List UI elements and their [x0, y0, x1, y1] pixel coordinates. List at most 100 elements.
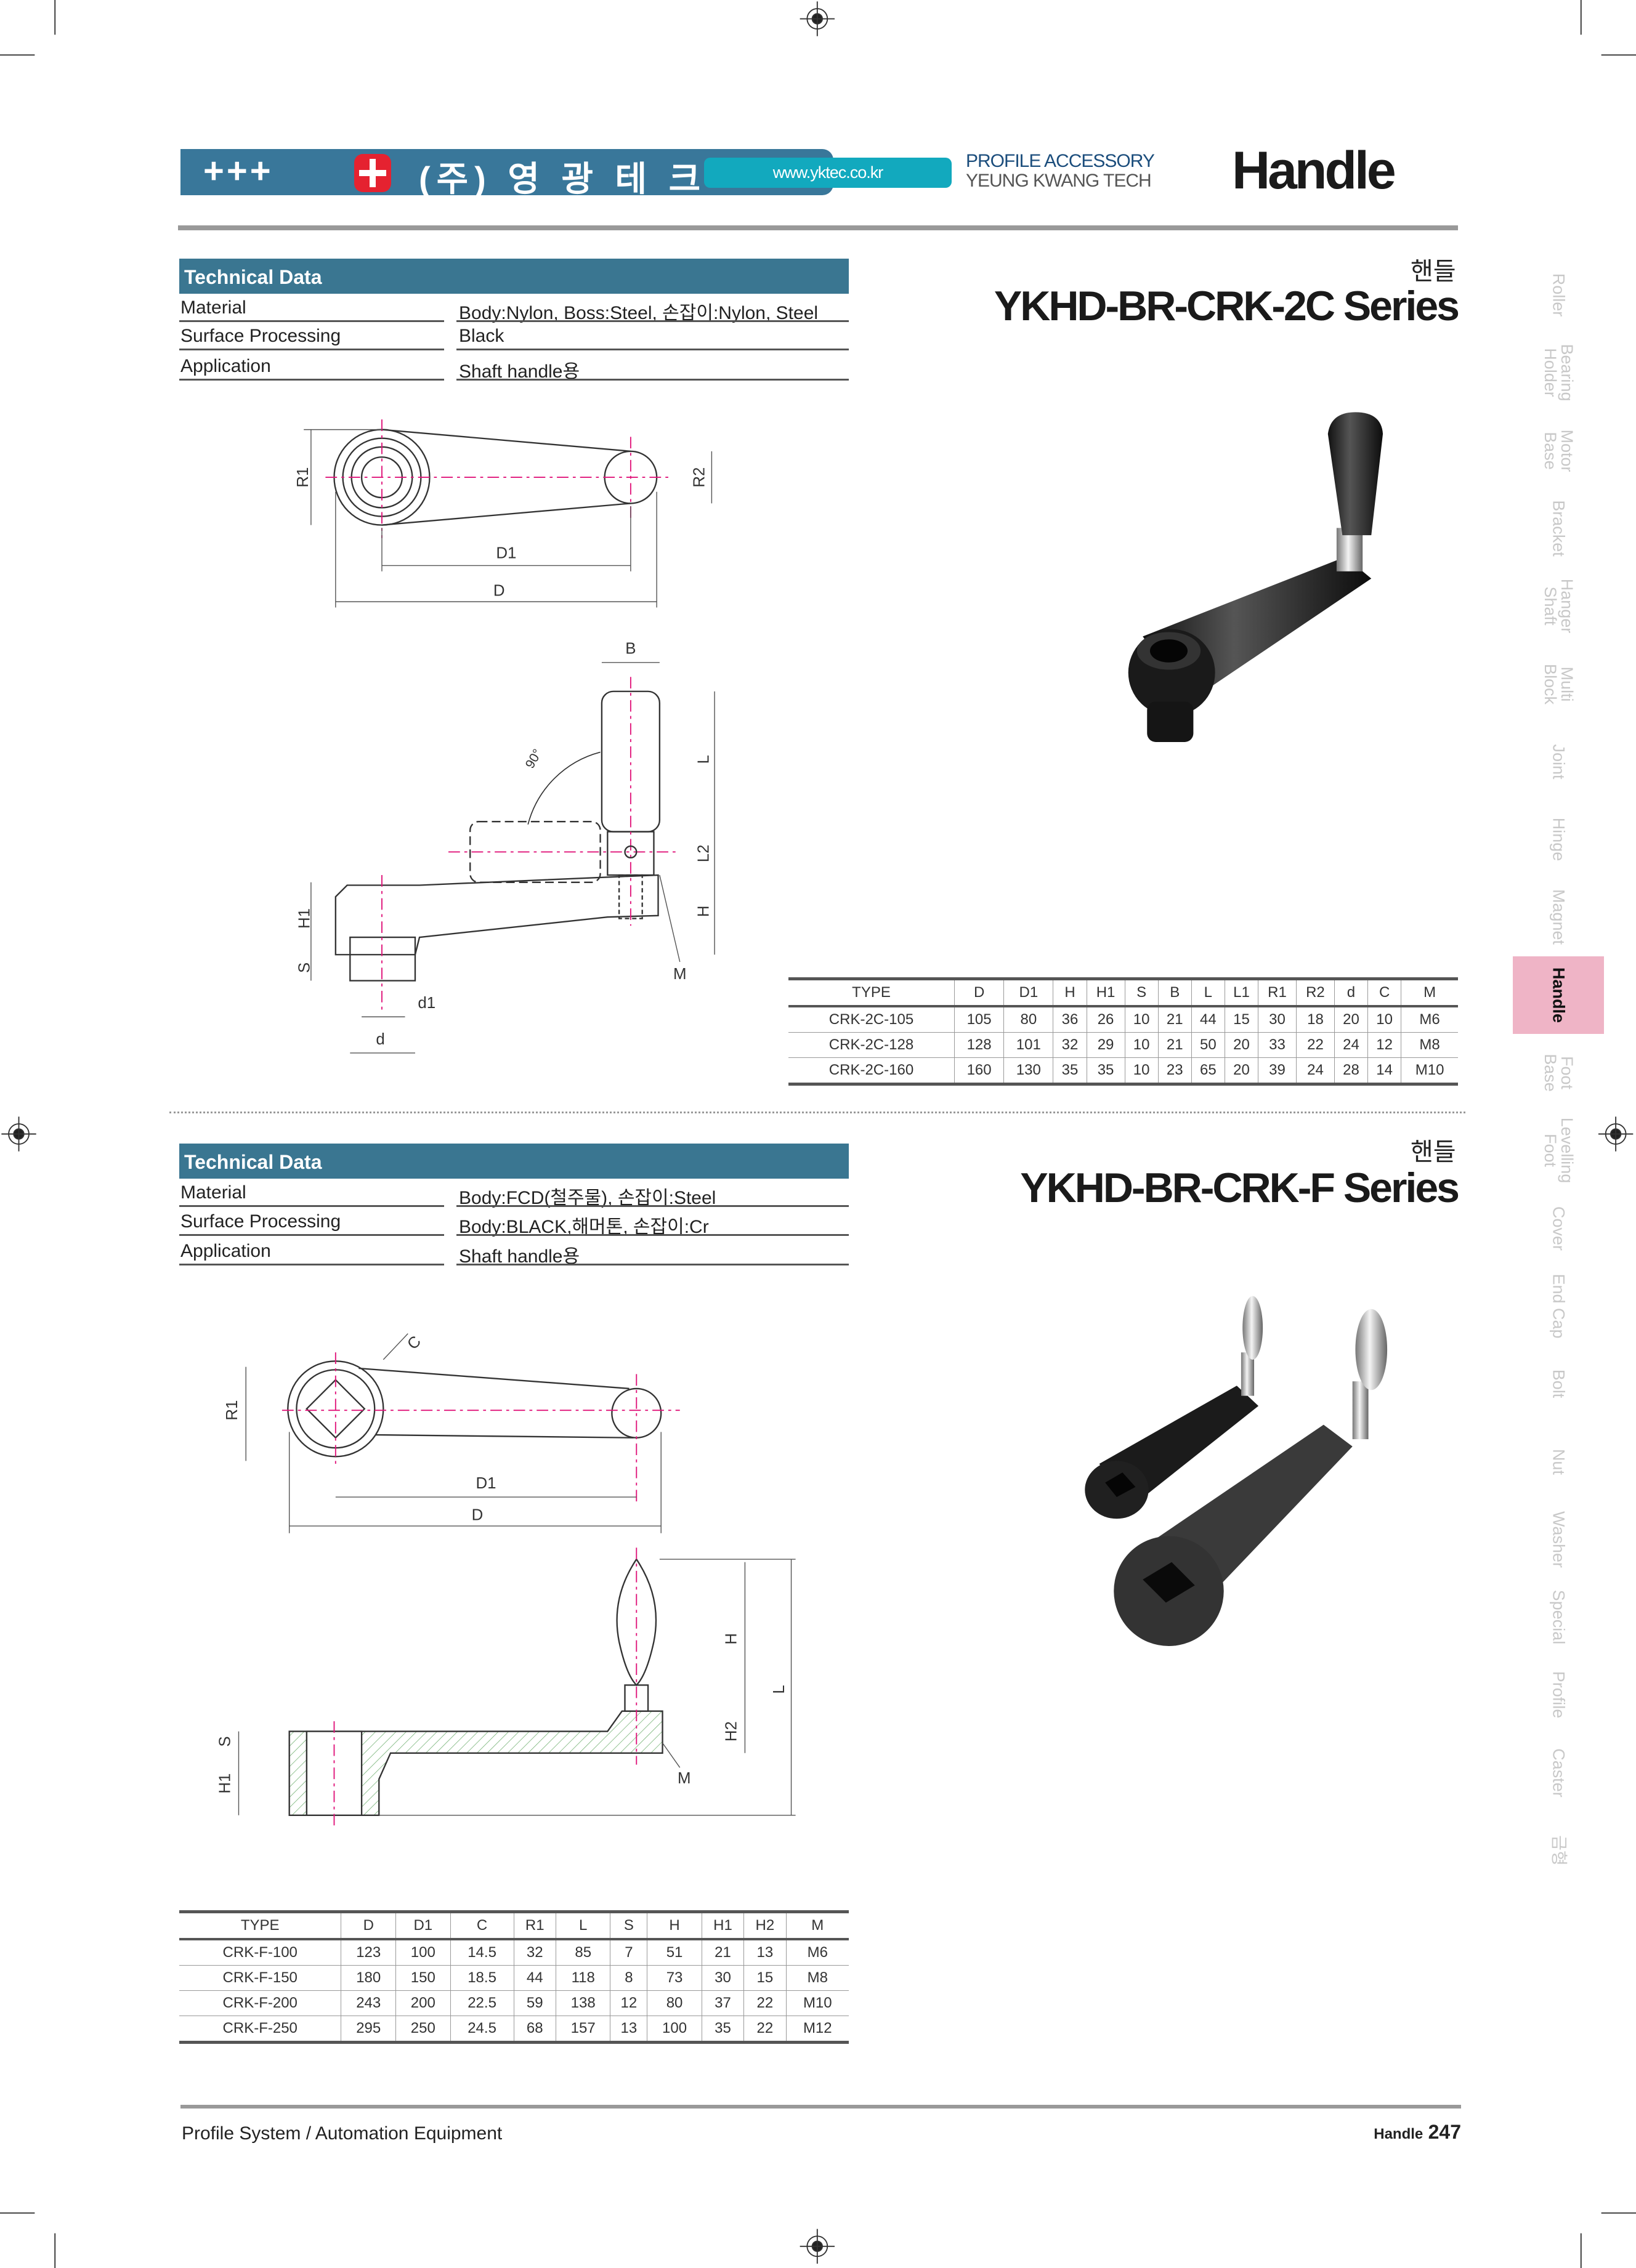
table-cell: 10	[1367, 1006, 1401, 1033]
dim-label: L2	[695, 844, 713, 862]
sidebar-tab-joint[interactable]: Joint	[1513, 723, 1604, 801]
table-cell: M10	[1401, 1057, 1458, 1086]
column-header: C	[1367, 977, 1401, 1007]
table-cell: 138	[555, 1990, 610, 2016]
table-cell: 123	[341, 1939, 396, 1966]
sidebar-tab-caster[interactable]: Caster	[1513, 1734, 1604, 1812]
company-logo-icon	[354, 154, 391, 192]
table-cell: 200	[395, 1990, 451, 2016]
table-cell: M6	[1401, 1006, 1458, 1033]
tech-value: Body:Nylon, Boss:Steel, 손잡이:Nylon, Steel	[459, 303, 819, 323]
table-cell: 65	[1191, 1057, 1225, 1086]
drawing-2c-side-labels: B 90° L L2 H H1 S M d1 d	[296, 640, 713, 1048]
table-cell: 21	[1157, 1032, 1192, 1058]
sidebar-tab-washer[interactable]: Washer	[1513, 1501, 1604, 1578]
table-cell: 80	[647, 1990, 702, 2016]
sidebar-tab-bolt[interactable]: Bolt	[1513, 1345, 1604, 1423]
sidebar-tab-handle[interactable]: Handle	[1513, 956, 1604, 1034]
sidebar-tab-profile[interactable]: Profile	[1513, 1656, 1604, 1733]
dim-label: M	[678, 1770, 691, 1787]
sidebar-tab-hinge[interactable]: Hinge	[1513, 801, 1604, 878]
table-cell: 20	[1334, 1006, 1368, 1033]
table-cell: 50	[1191, 1032, 1225, 1058]
header-plus-mark: +++	[203, 151, 273, 191]
page-number: 247	[1428, 2121, 1461, 2143]
table-cell: 7	[610, 1939, 647, 1966]
header-divider	[178, 225, 1458, 230]
tech-row-application-2: Application Shaft handle용	[179, 1237, 849, 1267]
table-cell: 22.5	[450, 1990, 514, 2016]
dim-label: R1	[294, 467, 312, 488]
dim-label: S	[216, 1736, 233, 1746]
table-cell: 28	[1334, 1057, 1368, 1086]
dim-label: M	[673, 966, 687, 983]
table-cell: 37	[701, 1990, 744, 2016]
table-cell: 22	[743, 2016, 787, 2044]
table-cell: 15	[743, 1965, 787, 1991]
series-title-1: YKHD-BR-CRK-2C Series	[994, 283, 1460, 329]
sidebar-tab-special[interactable]: Special	[1513, 1578, 1604, 1656]
table-cell: 24	[1295, 1057, 1335, 1086]
table-cell: 35	[1086, 1057, 1125, 1086]
table-cell: 35	[1053, 1057, 1087, 1086]
sidebar-tab-nut[interactable]: Nut	[1513, 1423, 1604, 1501]
table-cell: M6	[785, 1939, 849, 1966]
column-header: H1	[1086, 977, 1125, 1007]
sidebar-tab-foot-base[interactable]: Foot Base	[1513, 1034, 1604, 1112]
sidebar-tab-multi-block[interactable]: Multi Block	[1513, 645, 1604, 723]
website-link[interactable]: www.yktec.co.kr	[704, 158, 952, 188]
dim-label: L	[695, 755, 713, 764]
product-photo-2c	[1128, 412, 1383, 742]
table-cell: 128	[954, 1032, 1004, 1058]
sidebar-tab-label: Levelling Foot	[1541, 1118, 1576, 1184]
column-header: R2	[1295, 977, 1335, 1007]
registration-mark-icon	[1598, 1116, 1634, 1152]
sidebar-tab-levelling-foot[interactable]: Levelling Foot	[1513, 1112, 1604, 1189]
tech-value: Shaft handle용	[459, 361, 580, 382]
drawing-2c-top-labels: R1 R2 D1 D	[294, 467, 708, 600]
sidebar-tab-label: Roller	[1549, 273, 1568, 317]
table-cell: 100	[647, 2016, 702, 2044]
dim-label: H	[723, 1633, 740, 1645]
sidebar-tab-motor-base[interactable]: Motor Base	[1513, 412, 1604, 490]
sidebar-tab-bracket[interactable]: Bracket	[1513, 490, 1604, 567]
tagline-company: YEUNG KWANG TECH	[966, 171, 1152, 191]
sidebar-tab-hanger-shaft[interactable]: Hanger Shaft	[1513, 567, 1604, 645]
sidebar-tab-label: Bolt	[1549, 1369, 1568, 1398]
column-header: D1	[395, 1910, 451, 1940]
sidebar-tab-bearing-holder[interactable]: Bearing Holder	[1513, 334, 1604, 411]
table-cell: 157	[555, 2016, 610, 2044]
sidebar-tab-label: Special	[1549, 1589, 1568, 1645]
table-cell: 105	[954, 1006, 1004, 1033]
tech-label: Application	[180, 1241, 271, 1261]
table-cell: M8	[785, 1965, 849, 1991]
tech-label: Surface Processing	[180, 326, 341, 346]
table-cell: 73	[647, 1965, 702, 1991]
dim-label: R2	[691, 467, 708, 488]
column-header: R1	[1258, 977, 1297, 1007]
table-cell: 21	[1157, 1006, 1192, 1033]
sidebar-tab-label: Nut	[1549, 1448, 1568, 1475]
sidebar-tab-end-cap[interactable]: End Cap	[1513, 1267, 1604, 1345]
column-header: D	[341, 1910, 396, 1940]
sidebar-tab-금형[interactable]: 금형	[1513, 1812, 1604, 1889]
tagline: PROFILE ACCESSORY YEUNG KWANG TECH	[966, 151, 1155, 191]
tech-label: Application	[180, 356, 271, 376]
tech-value: Shaft handle용	[459, 1246, 580, 1267]
tech-label: Material	[180, 1182, 246, 1203]
table-cell: 10	[1124, 1006, 1159, 1033]
sidebar-tab-roller[interactable]: Roller	[1513, 256, 1604, 334]
sidebar-tab-cover[interactable]: Cover	[1513, 1190, 1604, 1267]
sidebar-tab-magnet[interactable]: Magnet	[1513, 878, 1604, 956]
table-cell: 30	[1258, 1006, 1297, 1033]
sidebar-tab-label: Hinge	[1549, 817, 1568, 862]
table-cell: CRK-F-100	[179, 1939, 341, 1966]
footer-left-text: Profile System / Automation Equipment	[182, 2123, 503, 2144]
column-header: d	[1334, 977, 1368, 1007]
